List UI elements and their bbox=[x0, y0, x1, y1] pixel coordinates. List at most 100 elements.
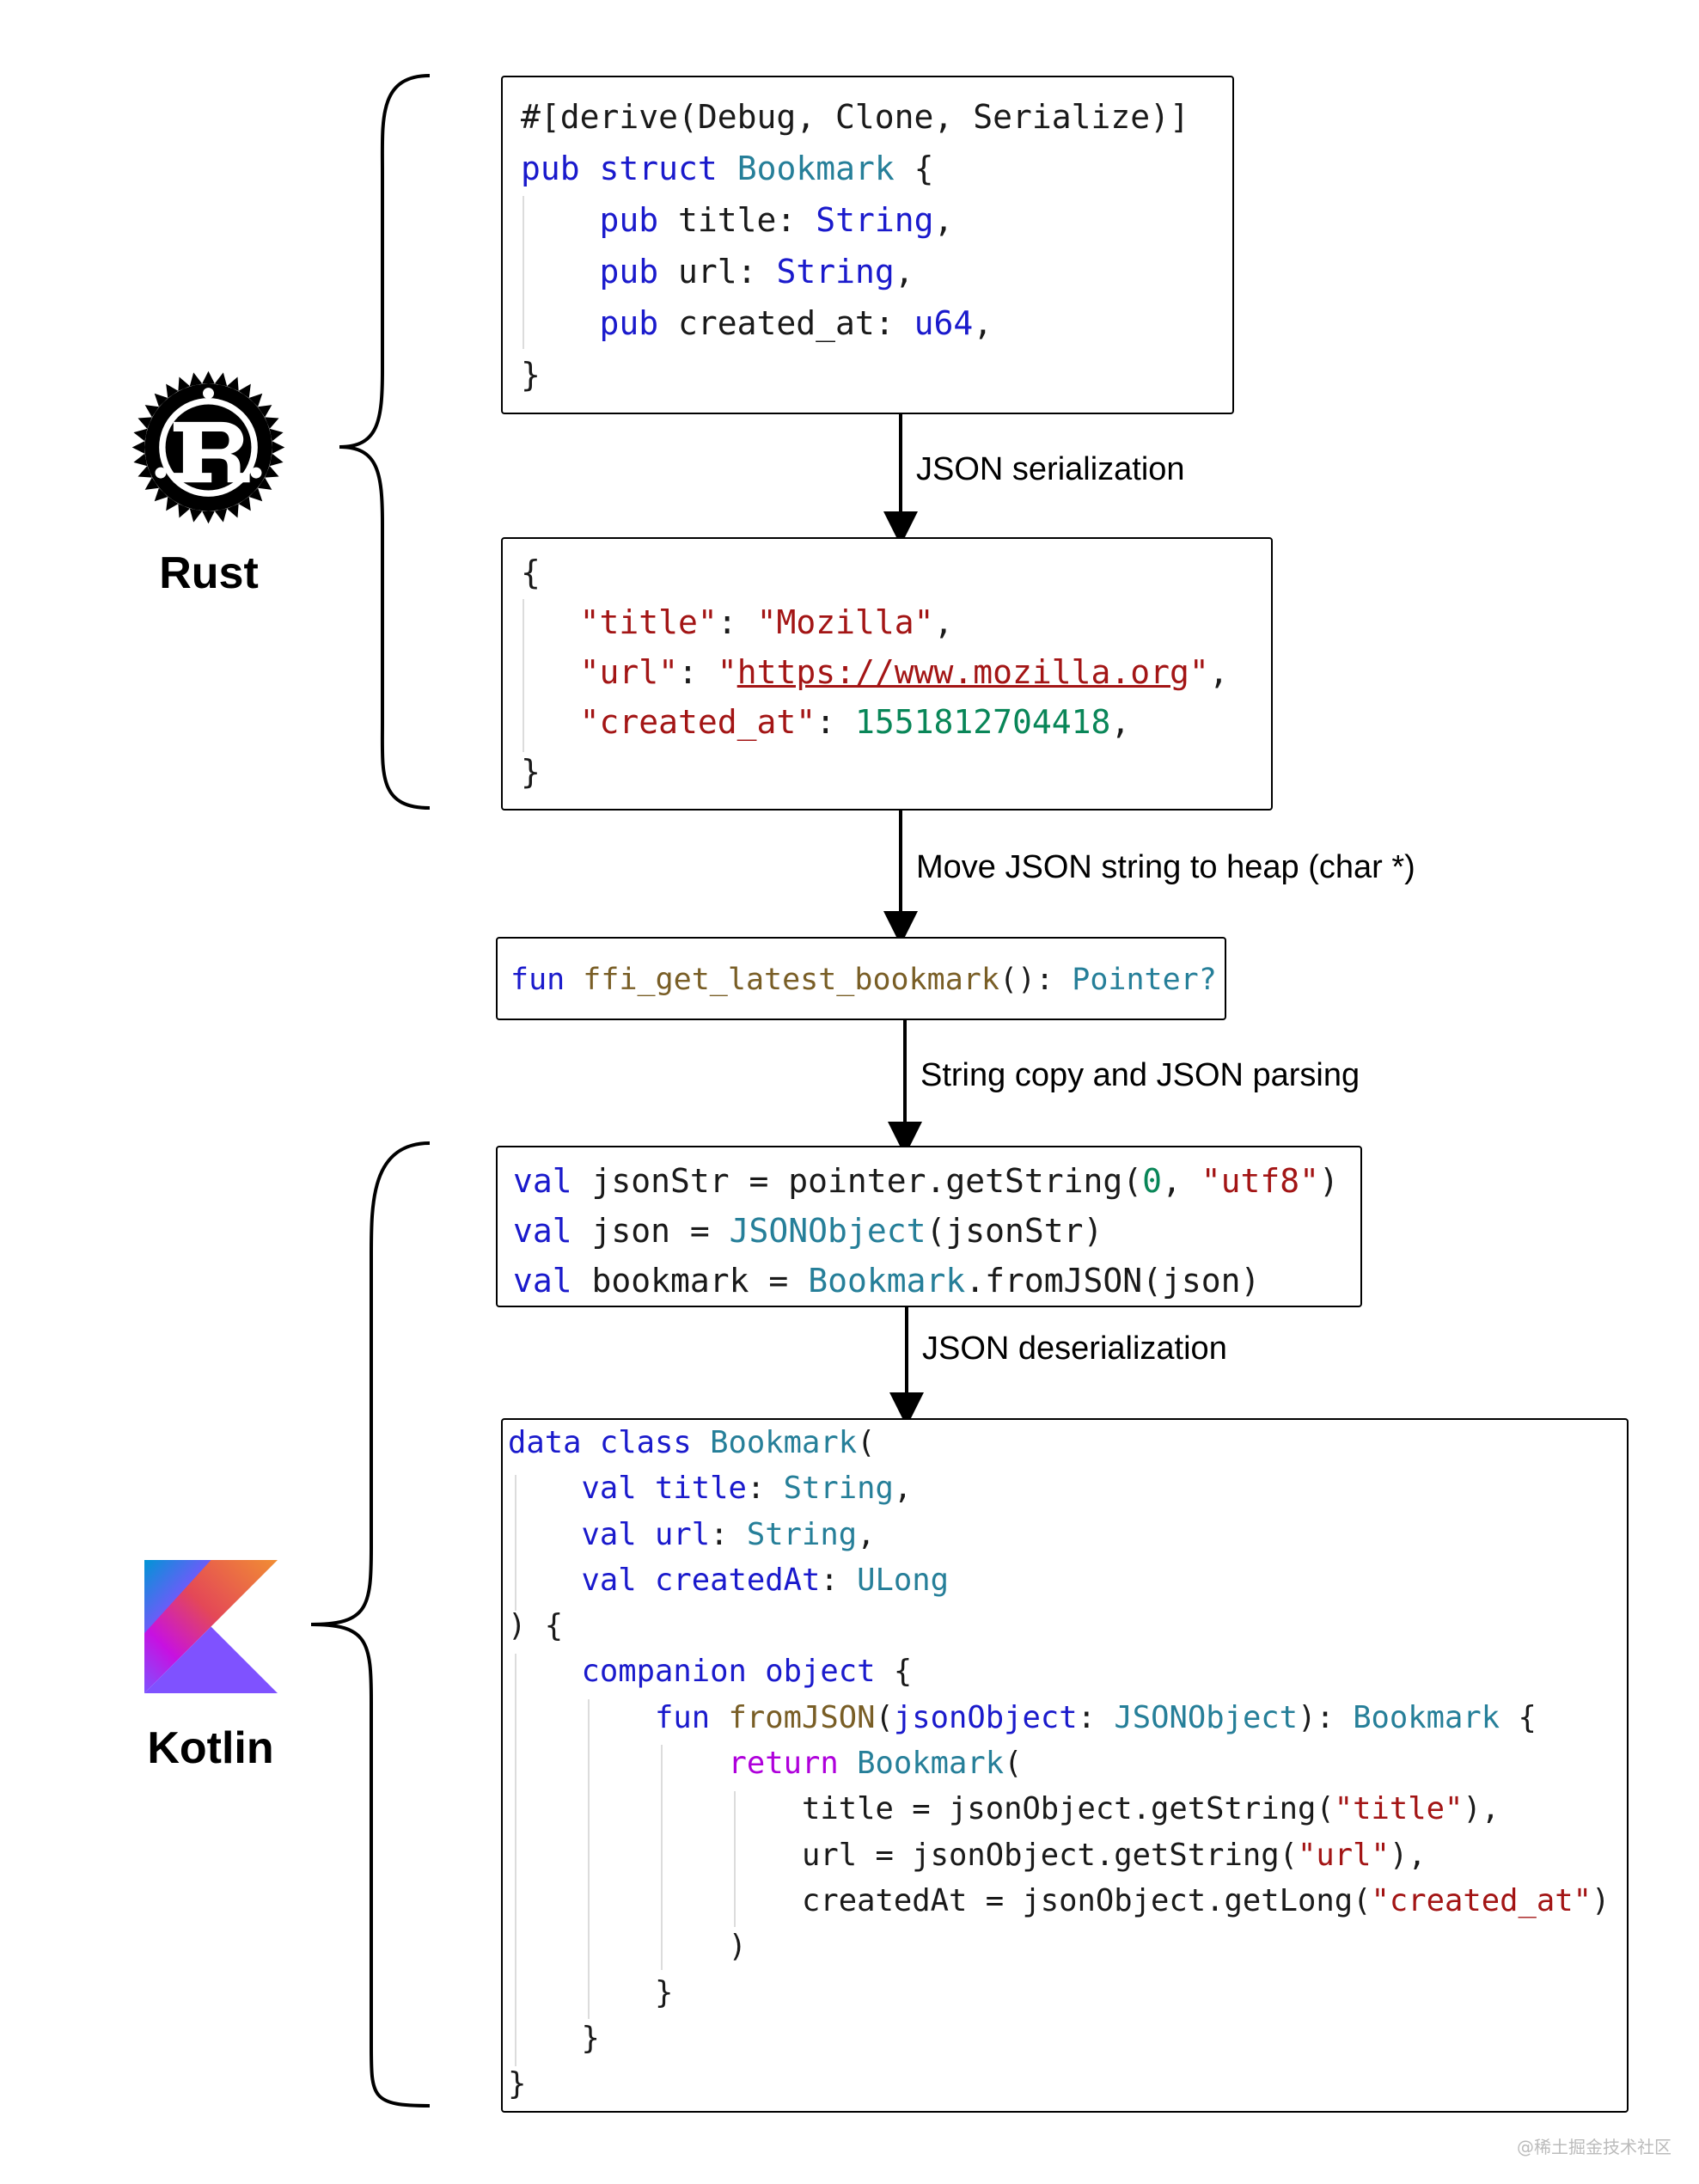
code-token: ) { bbox=[508, 1608, 564, 1644]
code-line: } bbox=[521, 349, 1189, 401]
code-token bbox=[508, 1654, 582, 1689]
code-token: pub bbox=[599, 253, 659, 291]
kotlin-logo-icon bbox=[144, 1560, 278, 1693]
code-token: : bbox=[746, 1471, 784, 1507]
code-token bbox=[637, 1563, 655, 1598]
code-token: ( bbox=[857, 1425, 876, 1460]
code-line: "created_at": 1551812704418, bbox=[521, 697, 1229, 747]
code-token bbox=[521, 703, 580, 741]
code-token: Bookmark bbox=[736, 150, 895, 187]
watermark: @稀土掘金技术社区 bbox=[1517, 2137, 1671, 2157]
code-token: { bbox=[1500, 1699, 1537, 1735]
code-token: : bbox=[820, 1562, 858, 1598]
code-token: : bbox=[1077, 1699, 1115, 1735]
code-token: Pointer? bbox=[1072, 963, 1217, 997]
code-line: val bookmark = Bookmark.fromJSON(json) bbox=[513, 1256, 1339, 1306]
code-token bbox=[637, 1517, 655, 1552]
code-token: val bbox=[513, 1162, 572, 1200]
code-token: val bbox=[513, 1212, 572, 1250]
indent-guide bbox=[515, 1475, 516, 1611]
code-token bbox=[710, 1700, 728, 1735]
indent-guide bbox=[588, 1699, 590, 2019]
kotlin-brace bbox=[310, 1141, 431, 2108]
code-token: , bbox=[857, 1516, 876, 1552]
code-token bbox=[580, 150, 600, 187]
code-token: url bbox=[655, 1516, 711, 1552]
indent-guide bbox=[661, 1745, 663, 1970]
code-token: "utf8" bbox=[1201, 1162, 1320, 1200]
code-line: #[derive(Debug, Clone, Serialize)] bbox=[521, 91, 1189, 143]
code-token: ULong bbox=[857, 1562, 949, 1598]
code-token: url: bbox=[658, 253, 777, 291]
code-token: String bbox=[816, 201, 934, 239]
code-token: "title" bbox=[579, 603, 718, 641]
code-token: https://www.mozilla.org bbox=[736, 653, 1189, 691]
kotlin-class-code: data class Bookmark( val title: String, … bbox=[508, 1420, 1610, 2107]
code-token: (jsonStr) bbox=[926, 1212, 1103, 1250]
indent-guide bbox=[523, 599, 524, 752]
code-line: fun ffi_get_latest_bookmark(): Pointer? bbox=[510, 956, 1217, 1004]
code-line: fun fromJSON(jsonObject: JSONObject): Bo… bbox=[508, 1695, 1610, 1740]
code-token: ( bbox=[875, 1699, 894, 1735]
code-token bbox=[508, 1563, 582, 1598]
code-line: val jsonStr = pointer.getString(0, "utf8… bbox=[513, 1156, 1339, 1206]
code-token bbox=[521, 304, 600, 342]
code-token: val bbox=[581, 1471, 637, 1507]
code-token: } bbox=[521, 753, 541, 791]
code-token: } bbox=[521, 356, 541, 394]
kotlin-class-box: data class Bookmark( val title: String, … bbox=[501, 1418, 1629, 2113]
code-line: } bbox=[508, 2061, 1610, 2107]
code-token: , bbox=[1208, 653, 1229, 691]
code-line: pub url: String, bbox=[521, 246, 1189, 297]
code-token: createdAt bbox=[655, 1562, 821, 1598]
code-token: String bbox=[746, 1516, 858, 1552]
code-token: companion bbox=[581, 1654, 747, 1690]
code-line: } bbox=[521, 747, 1229, 797]
code-token: val bbox=[581, 1562, 637, 1598]
rust-struct-box: #[derive(Debug, Clone, Serialize)]pub st… bbox=[501, 76, 1234, 414]
code-line: url = jsonObject.getString("url"), bbox=[508, 1832, 1610, 1878]
code-token: object bbox=[765, 1654, 876, 1690]
code-token: } bbox=[508, 2020, 600, 2056]
code-token bbox=[521, 253, 600, 291]
code-token: val bbox=[513, 1262, 572, 1300]
code-token: jsonStr = pointer.getString( bbox=[571, 1162, 1143, 1200]
label-move-to-heap: Move JSON string to heap (char *) bbox=[916, 849, 1415, 885]
code-token: , bbox=[1110, 703, 1131, 741]
rust-json-box: { "title": "Mozilla", "url": "https://ww… bbox=[501, 537, 1273, 811]
code-token: : bbox=[678, 653, 718, 691]
code-line: } bbox=[508, 1970, 1610, 2016]
code-token: (): bbox=[999, 963, 1073, 997]
code-token bbox=[582, 1425, 600, 1460]
label-deserialization: JSON deserialization bbox=[922, 1331, 1227, 1367]
code-token: u64 bbox=[914, 304, 974, 342]
code-token: "Mozilla" bbox=[756, 603, 934, 641]
code-token: pub bbox=[599, 304, 659, 342]
code-token: class bbox=[599, 1425, 692, 1460]
code-line: } bbox=[508, 2016, 1610, 2061]
code-token: 1551812704418 bbox=[854, 703, 1111, 741]
code-token: ), bbox=[1389, 1837, 1427, 1873]
code-token: "title" bbox=[1334, 1791, 1464, 1827]
ffi-box: fun ffi_get_latest_bookmark(): Pointer? bbox=[496, 937, 1226, 1020]
code-line: "title": "Mozilla", bbox=[521, 597, 1229, 647]
code-token: ): bbox=[1298, 1699, 1354, 1735]
code-token bbox=[565, 963, 583, 997]
code-token: : bbox=[710, 1516, 747, 1552]
code-token: " bbox=[1189, 653, 1209, 691]
kotlin-label: Kotlin bbox=[147, 1723, 274, 1773]
code-token bbox=[521, 201, 600, 239]
code-token: " bbox=[717, 653, 737, 691]
code-token: created_at: bbox=[658, 304, 914, 342]
code-token: return bbox=[728, 1746, 839, 1782]
code-token: ) bbox=[508, 1929, 747, 1965]
code-token: ) bbox=[1592, 1882, 1610, 1918]
code-token: json = bbox=[571, 1212, 730, 1250]
code-token: Bookmark bbox=[710, 1425, 858, 1460]
code-token: title: bbox=[658, 201, 816, 239]
code-token: , bbox=[1162, 1162, 1201, 1200]
code-line: val url: String, bbox=[508, 1512, 1610, 1557]
code-token: pub bbox=[521, 150, 580, 187]
code-line: pub created_at: u64, bbox=[521, 297, 1189, 349]
kotlin-parse-code: val jsonStr = pointer.getString(0, "utf8… bbox=[513, 1156, 1339, 1306]
